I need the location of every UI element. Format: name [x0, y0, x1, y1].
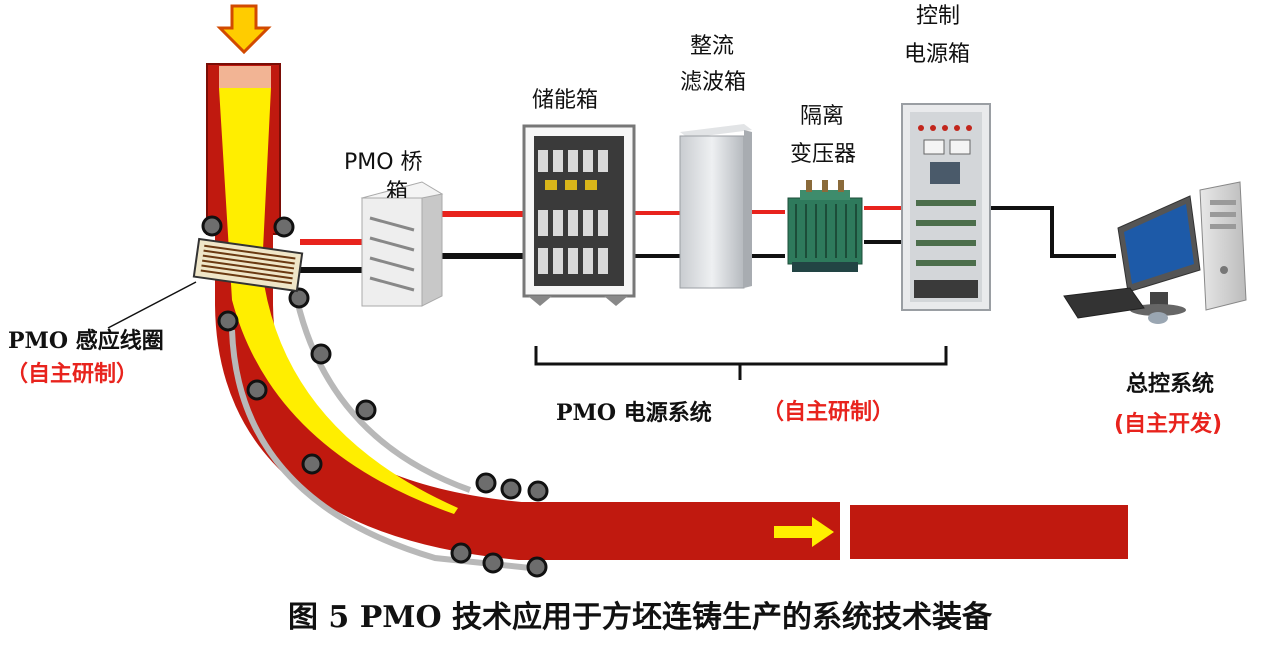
label-control-2: 电源箱: [904, 42, 971, 67]
isolation-transformer: [787, 180, 863, 272]
label-bridge: PMO 桥: [344, 150, 423, 175]
label-power-system: PMO 电源系统: [556, 400, 712, 426]
label-coil-note: （自主研制）: [6, 362, 139, 387]
guide-track: [229, 329, 541, 572]
roller: [527, 480, 549, 502]
coil-leader-line: [107, 281, 197, 329]
label-storage: 储能箱: [532, 88, 599, 113]
roller: [201, 215, 223, 237]
roller: [526, 556, 548, 578]
control-power-cabinet: [901, 103, 991, 311]
label-transformer-1: 隔离: [800, 104, 845, 129]
label-control-1: 控制: [916, 4, 961, 29]
roller: [450, 542, 472, 564]
flow-arrow-right: [774, 517, 834, 547]
roller: [273, 216, 295, 238]
liquid-core: [219, 88, 458, 514]
energy-storage-cabinet: [522, 124, 636, 306]
power-system-brace: [534, 346, 948, 380]
roller: [217, 310, 239, 332]
roller: [355, 399, 377, 421]
roller: [475, 472, 497, 494]
power-cables: [300, 206, 1116, 273]
figure-caption: 图 5 PMO 技术应用于方坯连铸生产的系统技术装备: [287, 600, 993, 635]
roller: [288, 287, 310, 309]
label-transformer-2: 变压器: [790, 142, 857, 167]
roller: [246, 379, 268, 401]
label-rectifier-1: 整流: [690, 34, 735, 59]
master-control-computer: [1063, 181, 1247, 324]
roller: [310, 343, 332, 365]
label-coil: PMO 感应线圈: [8, 328, 164, 354]
rollers: [201, 215, 549, 578]
guide-track-inner: [294, 299, 472, 493]
roller: [500, 478, 522, 500]
induction-coil: [107, 237, 304, 329]
label-rectifier-2: 滤波箱: [680, 70, 747, 95]
label-power-system-note: （自主研制）: [762, 400, 895, 425]
casting-strand: [201, 4, 1128, 578]
flow-arrow-down: [216, 4, 272, 55]
label-master-control-note: (自主开发): [1114, 412, 1223, 437]
roller: [301, 453, 323, 475]
strand-end: [850, 505, 1128, 559]
bridge-box: [360, 181, 444, 307]
label-master-control: 总控系统: [1126, 372, 1215, 397]
roller: [482, 552, 504, 574]
rectifier-filter-cabinet: [679, 124, 752, 289]
label-bridge-cut: 箱: [386, 180, 409, 198]
